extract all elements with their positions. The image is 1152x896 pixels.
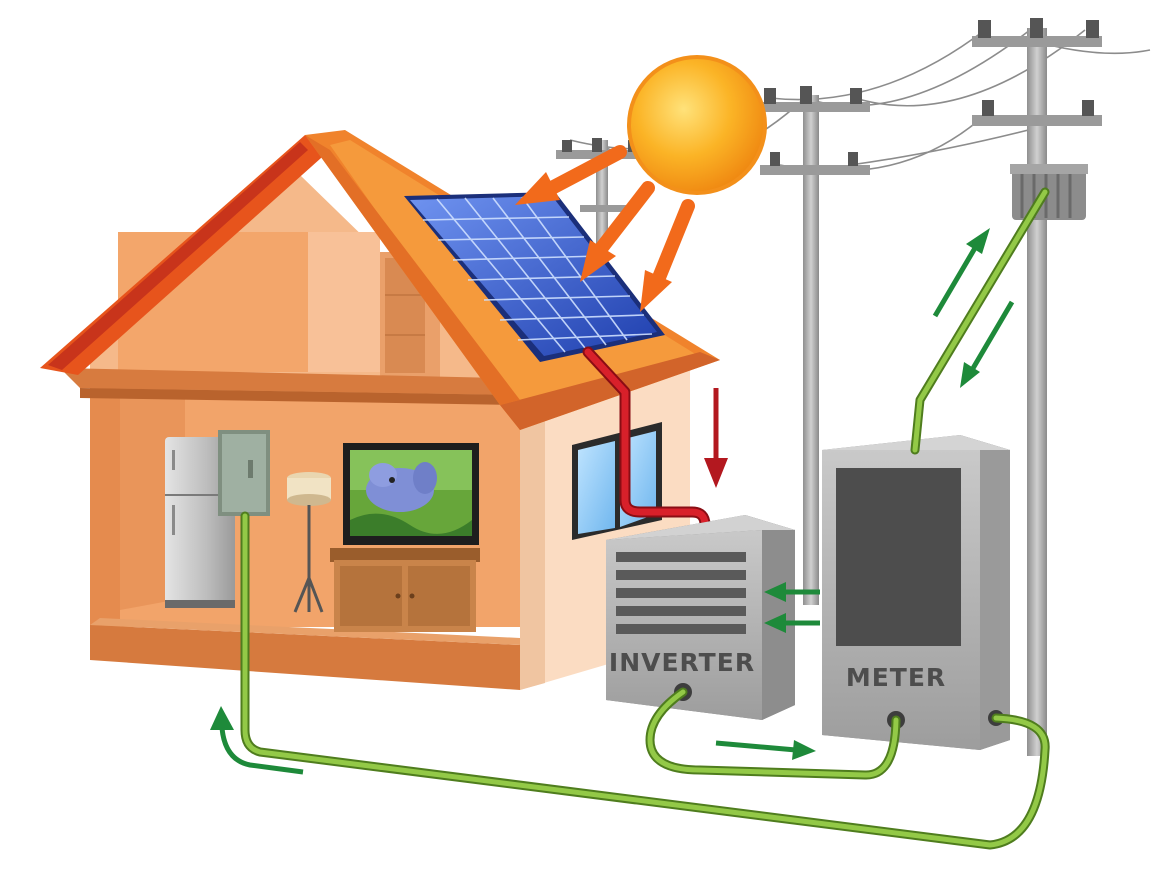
sun-ray-arrow	[580, 181, 655, 282]
flow-arrows	[210, 228, 1015, 775]
sun-ray-arrow	[515, 145, 627, 205]
sun-ray-arrow	[640, 199, 695, 312]
solar-panel-icon	[404, 192, 665, 362]
floor-lamp-icon	[287, 472, 331, 613]
sun-rays	[515, 145, 695, 312]
breaker-box-icon	[218, 430, 270, 516]
utility-pole-icon	[758, 86, 870, 605]
flow-arrow-meter-to-inverter	[764, 582, 820, 602]
flow-arrow-meter-to-inverter	[764, 613, 820, 633]
flow-arrow-inverter-to-meter	[715, 740, 816, 760]
flow-arrow-down-from-grid	[960, 300, 1015, 388]
sun-icon	[627, 55, 767, 195]
cabinet-icon	[330, 548, 480, 632]
flow-arrow-to-house	[210, 706, 304, 775]
dc-cable	[584, 348, 709, 529]
television-icon	[343, 443, 479, 545]
meter-icon[interactable]: METER	[822, 435, 1010, 750]
inverter-label: INVERTER	[609, 648, 755, 677]
house	[40, 130, 720, 690]
meter-label: METER	[846, 663, 946, 692]
flow-arrow-up-to-grid	[932, 228, 990, 318]
ac-cables	[240, 187, 1050, 850]
down-arrow	[704, 388, 728, 488]
inverter-icon[interactable]: INVERTER	[606, 515, 795, 720]
